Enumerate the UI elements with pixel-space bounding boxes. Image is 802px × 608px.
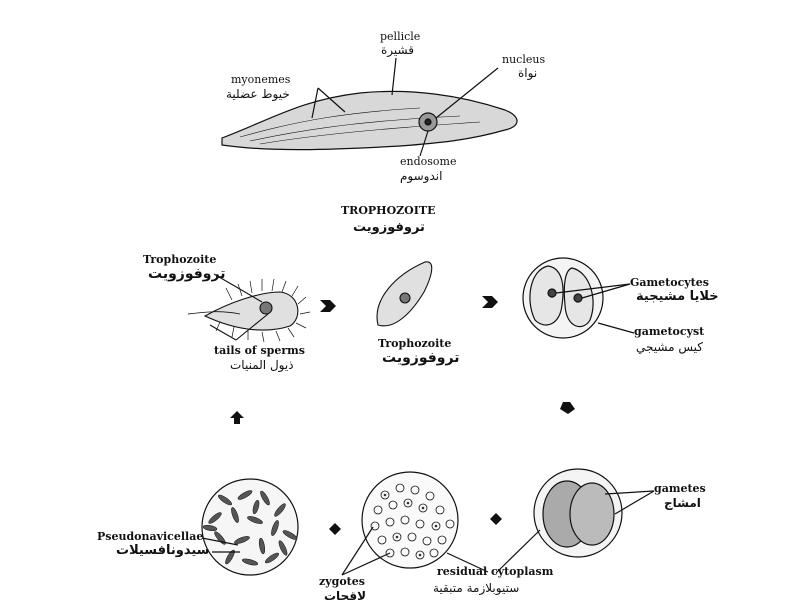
arrow-up	[230, 411, 244, 424]
label-zygotes: zygotes	[319, 575, 365, 588]
label-trophozoite-mid-ar: تروفوزويت	[382, 350, 460, 366]
label-residual-cytoplasm: residual cytoplasm	[437, 565, 554, 578]
arrow-down	[560, 402, 575, 414]
top-trophozoite	[221, 57, 518, 157]
label-trophozoite-mid: Trophozoite	[378, 337, 452, 350]
zygotes-circle	[341, 471, 489, 576]
label-pellicle: pellicle	[380, 30, 421, 43]
label-gametocyst-ar: كيس مشيجي	[636, 340, 703, 354]
label-endosome: endosome	[400, 155, 457, 168]
arrow-left-bottom-1	[490, 513, 502, 525]
label-myonemes-ar: خيوط عضلية	[226, 87, 290, 101]
label-gametocytes-ar: خلايا مشيجية	[636, 289, 719, 304]
label-trophozoite-left-ar: تروفوزويت	[148, 266, 226, 282]
label-pellicle-ar: قشيرة	[381, 43, 414, 57]
label-pseudonavicellae-ar: سيدونافسيلات	[116, 543, 210, 558]
label-nucleus-ar: نواة	[518, 66, 538, 80]
label-tails-of-sperms: tails of sperms	[214, 344, 305, 357]
arrow-right-1	[482, 296, 498, 308]
label-endosome-ar: اندوسوم	[400, 169, 443, 183]
label-nucleus: nucleus	[502, 53, 546, 66]
arrow-left-bottom-2	[329, 523, 341, 535]
label-pseudonavicellae: Pseudonavicellae	[97, 530, 204, 543]
label-residual-cytoplasm-ar: ستيوبلازمة متبقية	[433, 581, 520, 595]
trophozoite-pair-with-sperms	[187, 273, 311, 343]
title-trophozoite-ar: تروفوزويت	[353, 220, 425, 235]
label-gametocytes: Gametocytes	[630, 276, 709, 289]
label-tails-of-sperms-ar: ذيول المنيات	[230, 358, 294, 372]
cycle-arrows	[230, 296, 575, 535]
gametes-circle	[495, 468, 655, 574]
label-trophozoite-left: Trophozoite	[143, 253, 217, 266]
label-gametes-ar: امشاج	[664, 496, 701, 510]
pseudonavicellae-circle	[201, 478, 299, 576]
gametocyst-circle	[522, 257, 635, 339]
label-myonemes: myonemes	[231, 73, 291, 86]
arrow-left-1	[320, 300, 336, 312]
label-gametes: gametes	[654, 482, 706, 495]
title-trophozoite: TROPHOZOITE	[341, 204, 436, 217]
label-gametocyst: gametocyst	[634, 325, 705, 338]
trophozoite-single	[376, 261, 433, 327]
label-zygotes-ar: لاقحات	[324, 589, 367, 603]
